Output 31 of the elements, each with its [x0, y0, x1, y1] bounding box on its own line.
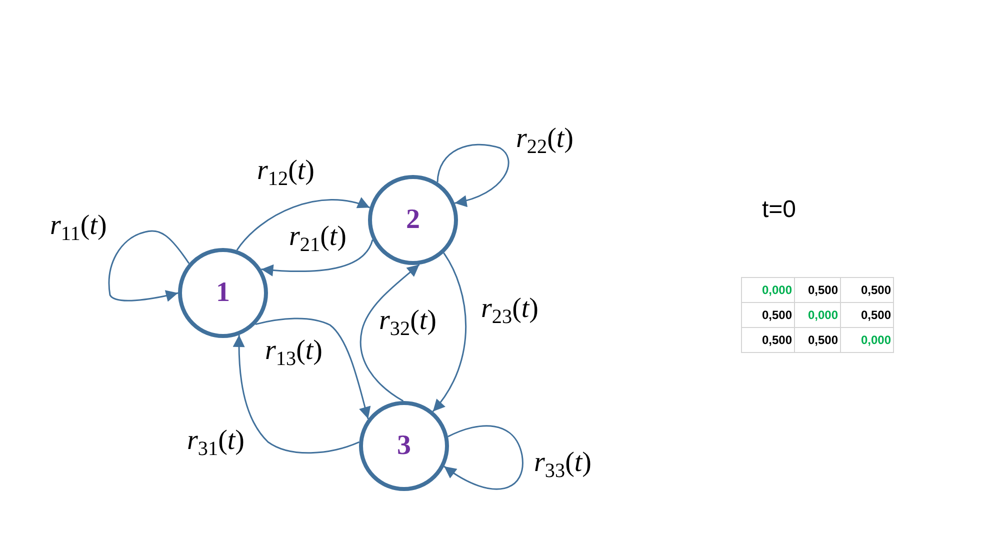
- edge-label: r$_{23}$(t): [481, 294, 538, 325]
- self-loop-arrow: [444, 425, 524, 490]
- edge-label: r$_{22}$(t): [516, 124, 574, 155]
- arrow: [236, 198, 370, 251]
- arrow: [233, 335, 360, 454]
- matrix-cell: 0,000: [794, 302, 840, 328]
- matrix-cell: 0,500: [840, 278, 894, 302]
- edge-label: r$_{13}$(t): [265, 336, 322, 367]
- state-number: 2: [406, 206, 420, 234]
- matrix-cell: 0,000: [840, 328, 894, 352]
- matrix-cell: 0,500: [742, 302, 794, 328]
- self-loop-arrow: [108, 230, 190, 302]
- matrix-cell: 0,500: [794, 328, 840, 352]
- edge-label: r$_{11}$(t): [50, 211, 107, 242]
- self-loop-arrow: [436, 144, 510, 206]
- state-number: 3: [397, 432, 411, 460]
- edge-label: r$_{21}$(t): [289, 222, 346, 253]
- matrix-cell: 0,000: [742, 278, 794, 302]
- arrow: [432, 252, 467, 412]
- matrix-cell: 0,500: [794, 278, 840, 302]
- arrow: [261, 239, 374, 276]
- edge-label: r$_{32}$(t): [379, 306, 436, 337]
- arrow: [255, 318, 371, 420]
- time-label: t=0: [762, 196, 796, 224]
- edge-label: r$_{12}$(t): [257, 156, 314, 187]
- matrix-cell: 0,500: [840, 302, 894, 328]
- state-number: 1: [216, 279, 230, 307]
- edge-label: r$_{33}$(t): [534, 448, 592, 479]
- arrow: [360, 264, 420, 402]
- edge-label: r$_{31}$(t): [187, 426, 244, 457]
- matrix-cell: 0,500: [742, 328, 794, 352]
